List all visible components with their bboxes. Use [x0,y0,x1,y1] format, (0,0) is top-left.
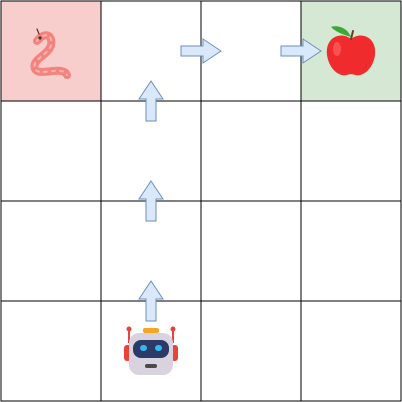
grid-cell [200,300,302,402]
path-arrows [138,38,322,322]
grid-cell [300,200,402,302]
grid-cell [0,200,102,302]
worm-icon [30,28,71,79]
path-arrow-up [138,280,164,322]
path-arrow-up [138,80,164,122]
grid-cell [300,300,402,402]
path-arrow-right [280,38,322,64]
grid-cell [0,100,102,202]
grid-entities [30,26,376,375]
path-arrow-right [180,38,222,64]
grid-cell [200,200,302,302]
apple-icon [326,26,376,76]
grid-cell [300,100,402,202]
grid-cell [200,100,302,202]
robot-icon [124,326,178,375]
grid-cell [0,300,102,402]
path-arrow-up [138,180,164,222]
